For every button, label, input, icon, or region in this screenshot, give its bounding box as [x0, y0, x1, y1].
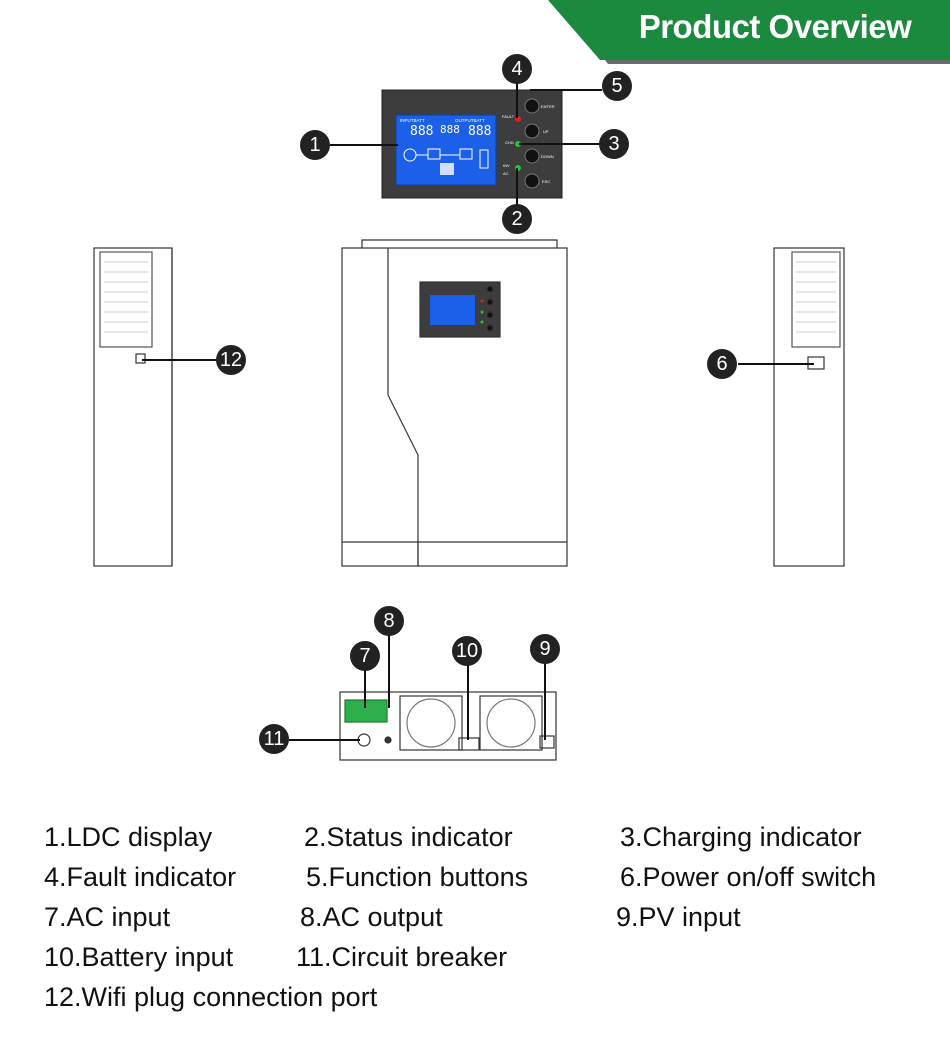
svg-text:10: 10 [456, 640, 478, 662]
enter-label: ENTER [541, 104, 555, 109]
svg-text:2: 2 [511, 208, 522, 230]
svg-text:9: 9 [539, 638, 550, 660]
charging-led [515, 141, 521, 147]
callout-7 [350, 641, 380, 671]
legend-item-3: 3.Charging indicator [620, 822, 862, 852]
down-button[interactable] [524, 148, 540, 164]
callout-2 [502, 204, 532, 234]
svg-text:11: 11 [264, 728, 285, 750]
svg-text:7: 7 [359, 645, 370, 667]
svg-text:6: 6 [716, 353, 727, 375]
callouts: 1 2 3 4 5 6 7 8 9 10 11 12 [216, 54, 737, 754]
legend-item-7: 7.AC input [44, 902, 171, 932]
wifi-port [135, 353, 146, 364]
svg-text:8: 8 [383, 610, 394, 632]
legend-item-6: 6.Power on/off switch [620, 862, 877, 892]
callout-1 [300, 130, 330, 160]
lcd-solar-icon [427, 148, 441, 160]
lcd-battery-icon [479, 149, 489, 169]
lcd-digits-1: 888 [410, 124, 433, 139]
legend-item-1: 1.LDC display [44, 822, 213, 852]
lcd-digits-3: 888 [468, 124, 491, 139]
legend-item-4: 4.Fault indicator [44, 862, 237, 892]
inv-label: INV [503, 163, 510, 168]
callout-3 [599, 129, 629, 159]
legend-item-12: 12.Wifi plug connection port [44, 982, 378, 1012]
legend-item-11: 11.Circuit breaker [296, 942, 508, 972]
header-banner: Product Overview [0, 0, 950, 64]
lcd-output-label: OUTPUTBATT [455, 118, 485, 123]
callout-5 [602, 71, 632, 101]
lcd-display: INPUTBATT OUTPUTBATT 888 888 888 [395, 114, 497, 186]
down-label: DOWN [541, 154, 554, 159]
svg-text:12: 12 [220, 349, 242, 371]
callout-4 [502, 54, 532, 84]
callout-12 [216, 345, 246, 375]
banner-shape [548, 0, 950, 64]
callout-11 [259, 724, 289, 754]
ac-label: AC [503, 171, 509, 176]
callout-9 [530, 634, 560, 664]
lcd-small [430, 295, 475, 325]
svg-text:1: 1 [309, 134, 320, 156]
svg-text:5: 5 [611, 75, 622, 97]
legend-item-10: 10.Battery input [44, 942, 234, 972]
pv-terminals [539, 735, 555, 749]
fault-label: FAULT [502, 114, 515, 119]
enter-button[interactable] [524, 98, 540, 114]
callout-10 [452, 636, 482, 666]
left-side-view [93, 247, 173, 567]
page-title: Product Overview [638, 8, 912, 45]
lcd-inverter-icon [440, 163, 454, 175]
svg-text:3: 3 [608, 133, 619, 155]
right-side-view [773, 247, 845, 567]
legend-item-2: 2.Status indicator [304, 822, 513, 852]
chg-label: CHG [505, 140, 514, 145]
lcd-input-label: INPUTBATT [400, 118, 425, 123]
lcd-load-icon [459, 148, 473, 160]
esc-label: ESC [542, 179, 550, 184]
front-view [341, 239, 568, 567]
up-button[interactable] [524, 123, 540, 139]
up-label: UP [543, 129, 549, 134]
lcd-digits-2: 888 [440, 123, 460, 136]
bottom-view [339, 691, 557, 761]
esc-button[interactable] [524, 173, 540, 189]
legend-item-8: 8.AC output [300, 902, 443, 932]
callout-8 [374, 606, 404, 636]
fan-left [399, 695, 463, 751]
callout-6 [707, 349, 737, 379]
product-diagram: INPUTBATT OUTPUTBATT 888 888 888 FAULT C… [93, 54, 845, 761]
fan-right [479, 695, 543, 751]
legend-item-9: 9.PV input [616, 902, 741, 932]
legend-item-5: 5.Function buttons [306, 862, 529, 892]
svg-text:4: 4 [511, 58, 522, 80]
